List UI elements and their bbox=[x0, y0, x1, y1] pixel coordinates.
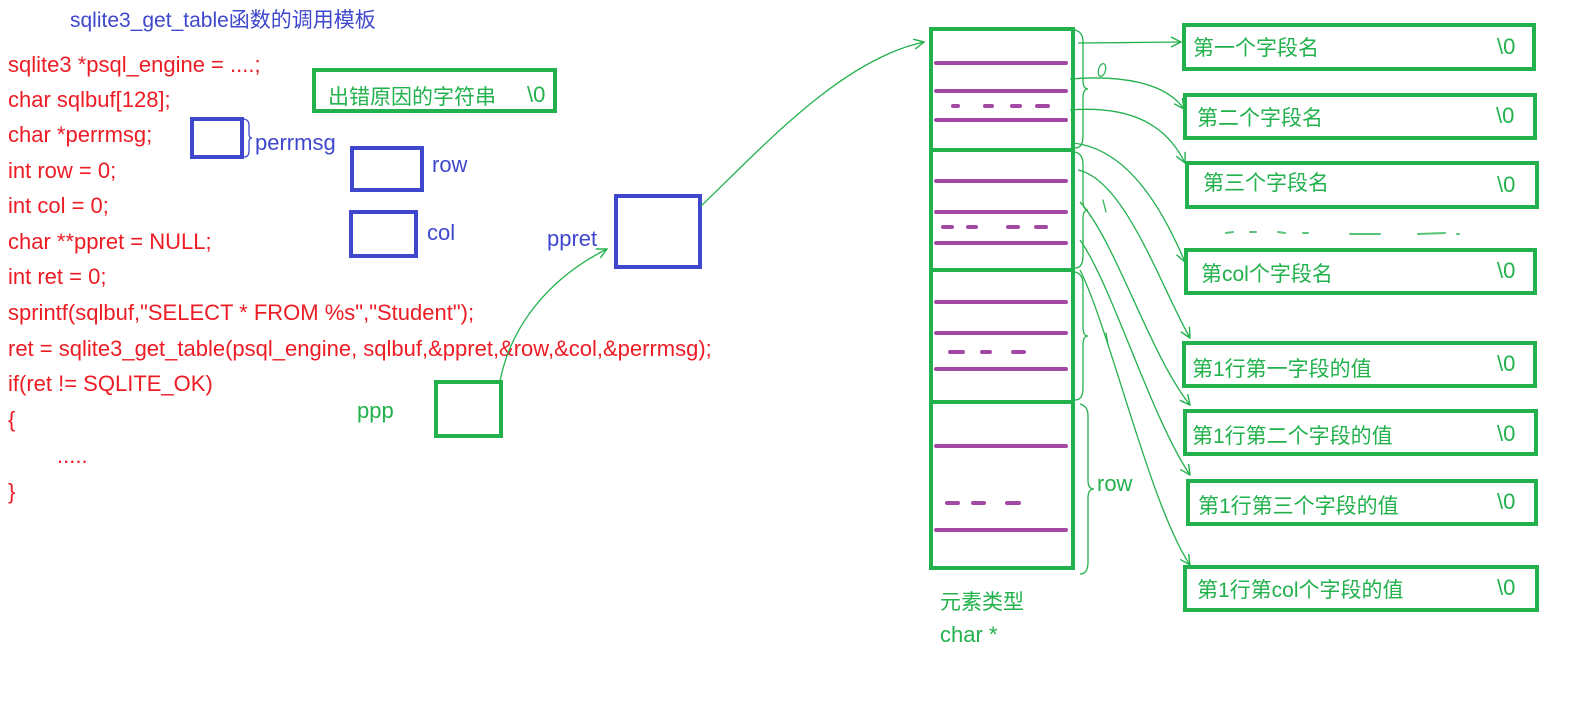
string-box: 第1行第一字段的值 \0 bbox=[1182, 341, 1537, 388]
code-line: { bbox=[8, 407, 15, 432]
ppp-to-ppret-arrow bbox=[499, 249, 607, 382]
error-string-text: 出错原因的字符串 bbox=[328, 86, 496, 109]
string-pointer-arrow bbox=[1069, 77, 1184, 109]
code-line: if(ret != SQLITE_OK) bbox=[8, 371, 213, 396]
code-line: int col = 0; bbox=[8, 193, 109, 218]
ppret-box bbox=[614, 194, 702, 269]
string-pointer-arrow bbox=[1079, 239, 1190, 475]
string-pointer-arrow bbox=[1071, 142, 1185, 262]
string-box-outline bbox=[1185, 161, 1539, 209]
code-listing: sqlite3 *psql_engine = ....; char sqlbuf… bbox=[8, 52, 712, 504]
row-variable: row bbox=[350, 146, 468, 192]
string-box-terminator: \0 bbox=[1497, 351, 1515, 376]
error-string-box bbox=[312, 68, 557, 113]
perrmsg-box bbox=[190, 117, 244, 159]
ppret-label: ppret bbox=[547, 226, 597, 251]
ppret-to-array-arrow bbox=[700, 42, 924, 207]
ellipsis-dash bbox=[1225, 231, 1234, 234]
string-box-text: 第1行第三个字段的值 bbox=[1198, 495, 1399, 518]
string-box-terminator: \0 bbox=[1497, 34, 1515, 59]
code-line: ret = sqlite3_get_table(psql_engine, sql… bbox=[8, 336, 712, 361]
string-box-text: 第1行第一字段的值 bbox=[1192, 358, 1372, 381]
string-pointer-arrow bbox=[1079, 269, 1190, 565]
ppp-label: ppp bbox=[357, 398, 394, 423]
omitted-fields-ellipsis bbox=[1225, 231, 1460, 235]
string-box: 第1行第二个字段的值 \0 bbox=[1183, 409, 1538, 456]
col-label: col bbox=[427, 220, 455, 245]
code-line: char **ppret = NULL; bbox=[8, 229, 212, 254]
error-string: 出错原因的字符串 \0 bbox=[312, 68, 557, 113]
string-box: 第1行第三个字段的值 \0 bbox=[1186, 479, 1538, 526]
element-type: char * bbox=[940, 622, 998, 647]
string-box-text: 第二个字段名 bbox=[1197, 107, 1323, 130]
string-pointer-arrow bbox=[1069, 108, 1185, 163]
code-line: } bbox=[8, 479, 15, 504]
array-row-brace bbox=[1079, 403, 1095, 575]
string-pointer-arrow bbox=[1077, 169, 1190, 338]
string-box: 第一个字段名 \0 bbox=[1182, 23, 1536, 71]
ppp-pointer: ppp bbox=[357, 380, 503, 438]
string-box: 第col个字段名 \0 bbox=[1184, 248, 1537, 295]
code-line: int ret = 0; bbox=[8, 264, 106, 289]
array-to-string-arrows bbox=[1069, 42, 1190, 565]
string-pointer-arrow bbox=[1079, 201, 1190, 405]
array-group-brace bbox=[1074, 271, 1089, 401]
array-group-brace bbox=[1074, 29, 1089, 149]
string-box-terminator: \0 bbox=[1497, 421, 1515, 446]
string-box-text: 第1行第二个字段的值 bbox=[1192, 425, 1393, 448]
array-row-label: row bbox=[1097, 471, 1133, 496]
ellipsis-dash bbox=[1417, 232, 1446, 235]
string-box-text: 第col个字段名 bbox=[1201, 263, 1333, 286]
ppret-variable: ppret bbox=[547, 194, 702, 269]
code-line: sqlite3 *psql_engine = ....; bbox=[8, 52, 261, 77]
element-type-caption: 元素类型 bbox=[940, 591, 1024, 614]
string-box-text: 第三个字段名 bbox=[1203, 172, 1329, 195]
scribble-mark bbox=[1102, 199, 1107, 213]
string-box-outline bbox=[1183, 409, 1538, 456]
code-line: char sqlbuf[128]; bbox=[8, 87, 171, 112]
perrmsg-label: perrmsg bbox=[255, 130, 336, 155]
code-line: char *perrmsg; bbox=[8, 122, 152, 147]
string-box-terminator: \0 bbox=[1496, 103, 1514, 128]
string-box-outline bbox=[1183, 93, 1537, 140]
string-box-text: 第1行第col个字段的值 bbox=[1197, 579, 1404, 602]
string-box-outline bbox=[1186, 479, 1538, 526]
result-strings: 第一个字段名 \0 第二个字段名 \0 第三个字段名 \0 第col个字段名 \… bbox=[1182, 23, 1539, 612]
col-variable: col bbox=[349, 210, 455, 258]
string-box-terminator: \0 bbox=[1497, 172, 1515, 197]
code-line: sprintf(sqlbuf,"SELECT * FROM %s","Stude… bbox=[8, 300, 474, 325]
code-line: ..... bbox=[57, 443, 88, 468]
string-box-outline bbox=[1182, 23, 1536, 71]
error-string-terminator: \0 bbox=[527, 82, 545, 107]
ppp-box bbox=[434, 380, 503, 438]
string-box-terminator: \0 bbox=[1497, 575, 1515, 600]
diagram-title: sqlite3_get_table函数的调用模板 bbox=[70, 9, 376, 32]
string-box: 第1行第col个字段的值 \0 bbox=[1183, 565, 1539, 612]
scribble-mark bbox=[1097, 63, 1107, 77]
ellipsis-dash bbox=[1277, 231, 1286, 234]
string-box-outline bbox=[1184, 248, 1537, 295]
result-pointer-array: row bbox=[929, 27, 1133, 575]
col-box bbox=[349, 210, 418, 258]
string-box: 第二个字段名 \0 bbox=[1183, 93, 1537, 140]
row-label: row bbox=[432, 152, 468, 177]
string-box-terminator: \0 bbox=[1497, 258, 1515, 283]
string-box-outline bbox=[1183, 565, 1539, 612]
string-box: 第三个字段名 \0 bbox=[1185, 161, 1539, 209]
string-box-outline bbox=[1182, 341, 1537, 388]
array-group-brace bbox=[1074, 151, 1089, 269]
code-line: int row = 0; bbox=[8, 158, 116, 183]
array-outline bbox=[929, 27, 1075, 570]
string-box-text: 第一个字段名 bbox=[1193, 37, 1319, 60]
perrmsg-variable: perrmsg bbox=[190, 117, 336, 159]
string-pointer-arrow bbox=[1077, 42, 1181, 43]
perrmsg-brace bbox=[243, 118, 253, 158]
string-box-terminator: \0 bbox=[1497, 489, 1515, 514]
row-box bbox=[350, 146, 424, 192]
